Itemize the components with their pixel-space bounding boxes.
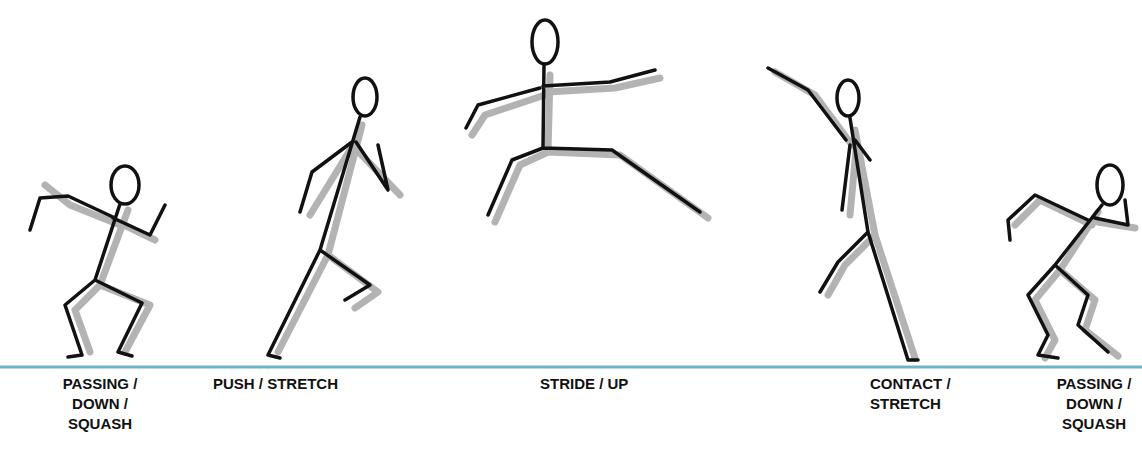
figure-body xyxy=(768,68,918,360)
figure-push xyxy=(268,78,400,358)
phase-label: PASSING / DOWN / SQUASH xyxy=(52,374,148,434)
figure-head xyxy=(532,20,558,64)
phase-label: PUSH / STRETCH xyxy=(213,374,413,394)
figure-stride xyxy=(466,20,708,222)
figure-body xyxy=(1008,195,1128,358)
figure-body xyxy=(30,196,165,357)
phase-label: PASSING / DOWN / SQUASH xyxy=(1046,374,1142,434)
phase-label: CONTACT / STRETCH xyxy=(870,374,970,414)
figure-squash xyxy=(1008,165,1135,358)
figure-head xyxy=(111,166,139,204)
figure-squash xyxy=(30,166,165,357)
figure-head xyxy=(353,78,377,116)
figure-body xyxy=(466,64,700,215)
figure-head xyxy=(837,80,859,116)
ground-line xyxy=(0,366,1142,369)
figure-head xyxy=(1097,165,1123,205)
figure-contact xyxy=(768,68,918,360)
figure-body xyxy=(268,117,388,358)
phase-label: STRIDE / UP xyxy=(540,374,740,394)
